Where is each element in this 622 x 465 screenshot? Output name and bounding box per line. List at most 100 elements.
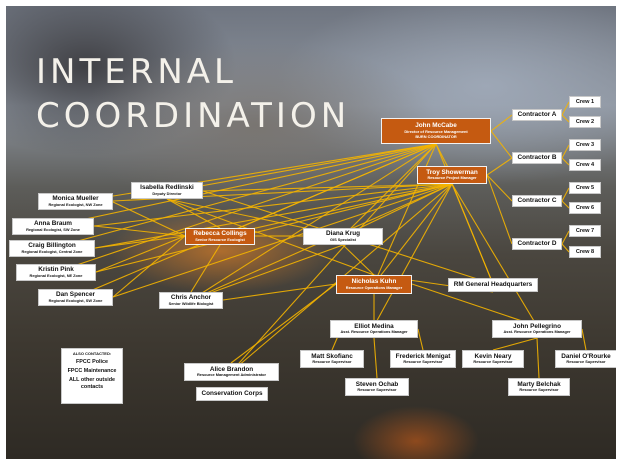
connector-line [561, 114, 570, 123]
node-troy-showerman: Troy Showerman Resource Project Manager [417, 166, 487, 184]
crew-box: Crew 3 [569, 139, 601, 151]
connector-line [486, 157, 513, 176]
page-title: INTERNAL COORDINATION [36, 52, 351, 136]
connector-line [561, 187, 570, 202]
connector-line [561, 157, 570, 166]
node-name: Marty Belchak [517, 380, 561, 388]
node-name: Rebecca Collings [193, 230, 247, 238]
connector-line [373, 183, 453, 285]
node-role: Regional Ecologist, SW Zone [48, 297, 103, 303]
connector-line [561, 230, 570, 245]
also-contacted-heading: ALSO CONTACTED: [72, 351, 112, 356]
node-name: John Pellegrino [513, 322, 561, 330]
connector-line [94, 235, 186, 249]
node-john-pellegrino: John Pellegrino Asst. Resource Operation… [492, 320, 582, 338]
node-role: Resource Supervisor [473, 359, 513, 365]
also-contacted-item: ALL other outside contacts [68, 377, 116, 390]
node-marty-belchak: Marty Belchak Resource Supervisor [508, 378, 570, 396]
node-role: Asst. Resource Operations Manager [503, 329, 571, 335]
connector-line [581, 328, 587, 351]
node-role: Resource Supervisor [566, 359, 606, 365]
crew-box: Crew 1 [569, 96, 601, 108]
node-name: Monica Mueller [52, 195, 99, 203]
connector-line [561, 243, 570, 253]
node-nicholas-kuhn: Nicholas Kuhn Resource Operations Manage… [336, 275, 412, 294]
connector-line [112, 201, 186, 237]
connector-line [492, 337, 538, 351]
connector-line [93, 225, 186, 237]
node-name: Contractor A [517, 111, 557, 119]
node-name: Contractor B [517, 154, 557, 162]
connector-line [342, 244, 375, 276]
node-monica-mueller: Monica Mueller Regional Ecologist, NW Zo… [38, 193, 113, 210]
node-name: Conservation Corps [201, 390, 263, 398]
connector-line [373, 183, 453, 327]
node-rm-general-headquarters: RM General Headquarters [448, 278, 538, 292]
node-role: Resource Supervisor [312, 359, 352, 365]
node-diana-krug: Diana Krug GIS Specialist [303, 228, 383, 245]
node-contractor-b: Contractor B [512, 152, 562, 164]
node-role: Senior Wildlife Biologist [168, 300, 214, 306]
node-name: Troy Showerman [426, 168, 478, 176]
node-dan-spencer: Dan Spencer Regional Ecologist, SW Zone [38, 289, 113, 306]
node-name: Alice Brandon [209, 365, 254, 373]
connector-line [166, 198, 375, 276]
node-name: Kristin Pink [38, 266, 74, 274]
node-role: Director of Resource Management BURN COO… [404, 129, 468, 139]
connector-line [561, 144, 570, 159]
crew-box: Crew 5 [569, 182, 601, 194]
connector-line [75, 143, 437, 298]
connector-line [486, 174, 513, 202]
connector-line [190, 244, 221, 293]
node-elliot-medina: Elliot Medina Asst. Resource Operations … [330, 320, 418, 338]
node-role: Resource Supervisor [357, 387, 397, 393]
node-name: Kevin Neary [474, 352, 512, 360]
node-isabella-redlinski: Isabella Redlinski Deputy Director [131, 182, 203, 199]
connector-line [490, 114, 513, 132]
node-role: Regional Ecologist, Central Zone [21, 248, 83, 254]
connector-line [112, 235, 186, 298]
node-role: Regional Ecologist, NW Zone [48, 201, 103, 207]
node-name: RM General Headquarters [453, 281, 533, 289]
node-role: Senior Resource Ecologist [195, 236, 245, 242]
node-role: GIS Specialist [330, 236, 356, 242]
node-role: Regional Ecologist, SW Zone [26, 226, 80, 232]
node-name: John McCabe [415, 122, 457, 130]
node-name: Frederick Menigat [395, 352, 451, 360]
node-role: Resource Supervisor [519, 387, 559, 393]
node-name: Anna Braum [34, 220, 72, 228]
node-role: Asst. Resource Operations Manager [340, 329, 408, 335]
node-role: Resource Management Administrator [196, 372, 267, 378]
node-steven-ochab: Steven Ochab Resource Supervisor [345, 378, 409, 396]
connector-line [561, 101, 570, 116]
node-john-mccabe: John McCabe Director of Resource Managem… [381, 118, 491, 144]
connector-line [451, 183, 494, 285]
connector-line [52, 143, 437, 227]
crew-box: Crew 6 [569, 202, 601, 214]
also-contacted-item: FPCC Police [75, 359, 109, 365]
node-contractor-c: Contractor C [512, 195, 562, 207]
node-role: Deputy Director [152, 190, 182, 196]
node-name: Matt Skofianc [311, 352, 353, 360]
node-name: Isabella Redlinski [140, 184, 194, 192]
connector-line [190, 244, 344, 301]
node-name: Contractor C [517, 197, 557, 205]
connector-line [230, 143, 437, 373]
node-matt-skofianc: Matt Skofianc Resource Supervisor [300, 350, 364, 368]
node-contractor-d: Contractor D [512, 238, 562, 250]
connector-line [190, 143, 437, 301]
connector-line [536, 337, 540, 379]
node-role: Resource Operations Manager [345, 284, 403, 290]
connector-line [230, 283, 337, 364]
node-name: Nicholas Kuhn [351, 278, 397, 286]
node-frederick-menigat: Frederick Menigat Resource Supervisor [390, 350, 456, 368]
node-name: Chris Anchor [170, 294, 212, 302]
connector-line [490, 130, 513, 159]
connector-line [95, 183, 453, 273]
node-contractor-a: Contractor A [512, 109, 562, 121]
node-alice-brandon: Alice Brandon Resource Management Admini… [184, 363, 279, 381]
crew-box: Crew 4 [569, 159, 601, 171]
node-chris-anchor: Chris Anchor Senior Wildlife Biologist [159, 292, 223, 309]
connector-line [373, 337, 378, 379]
node-name: Daniel O'Rourke [561, 352, 611, 360]
